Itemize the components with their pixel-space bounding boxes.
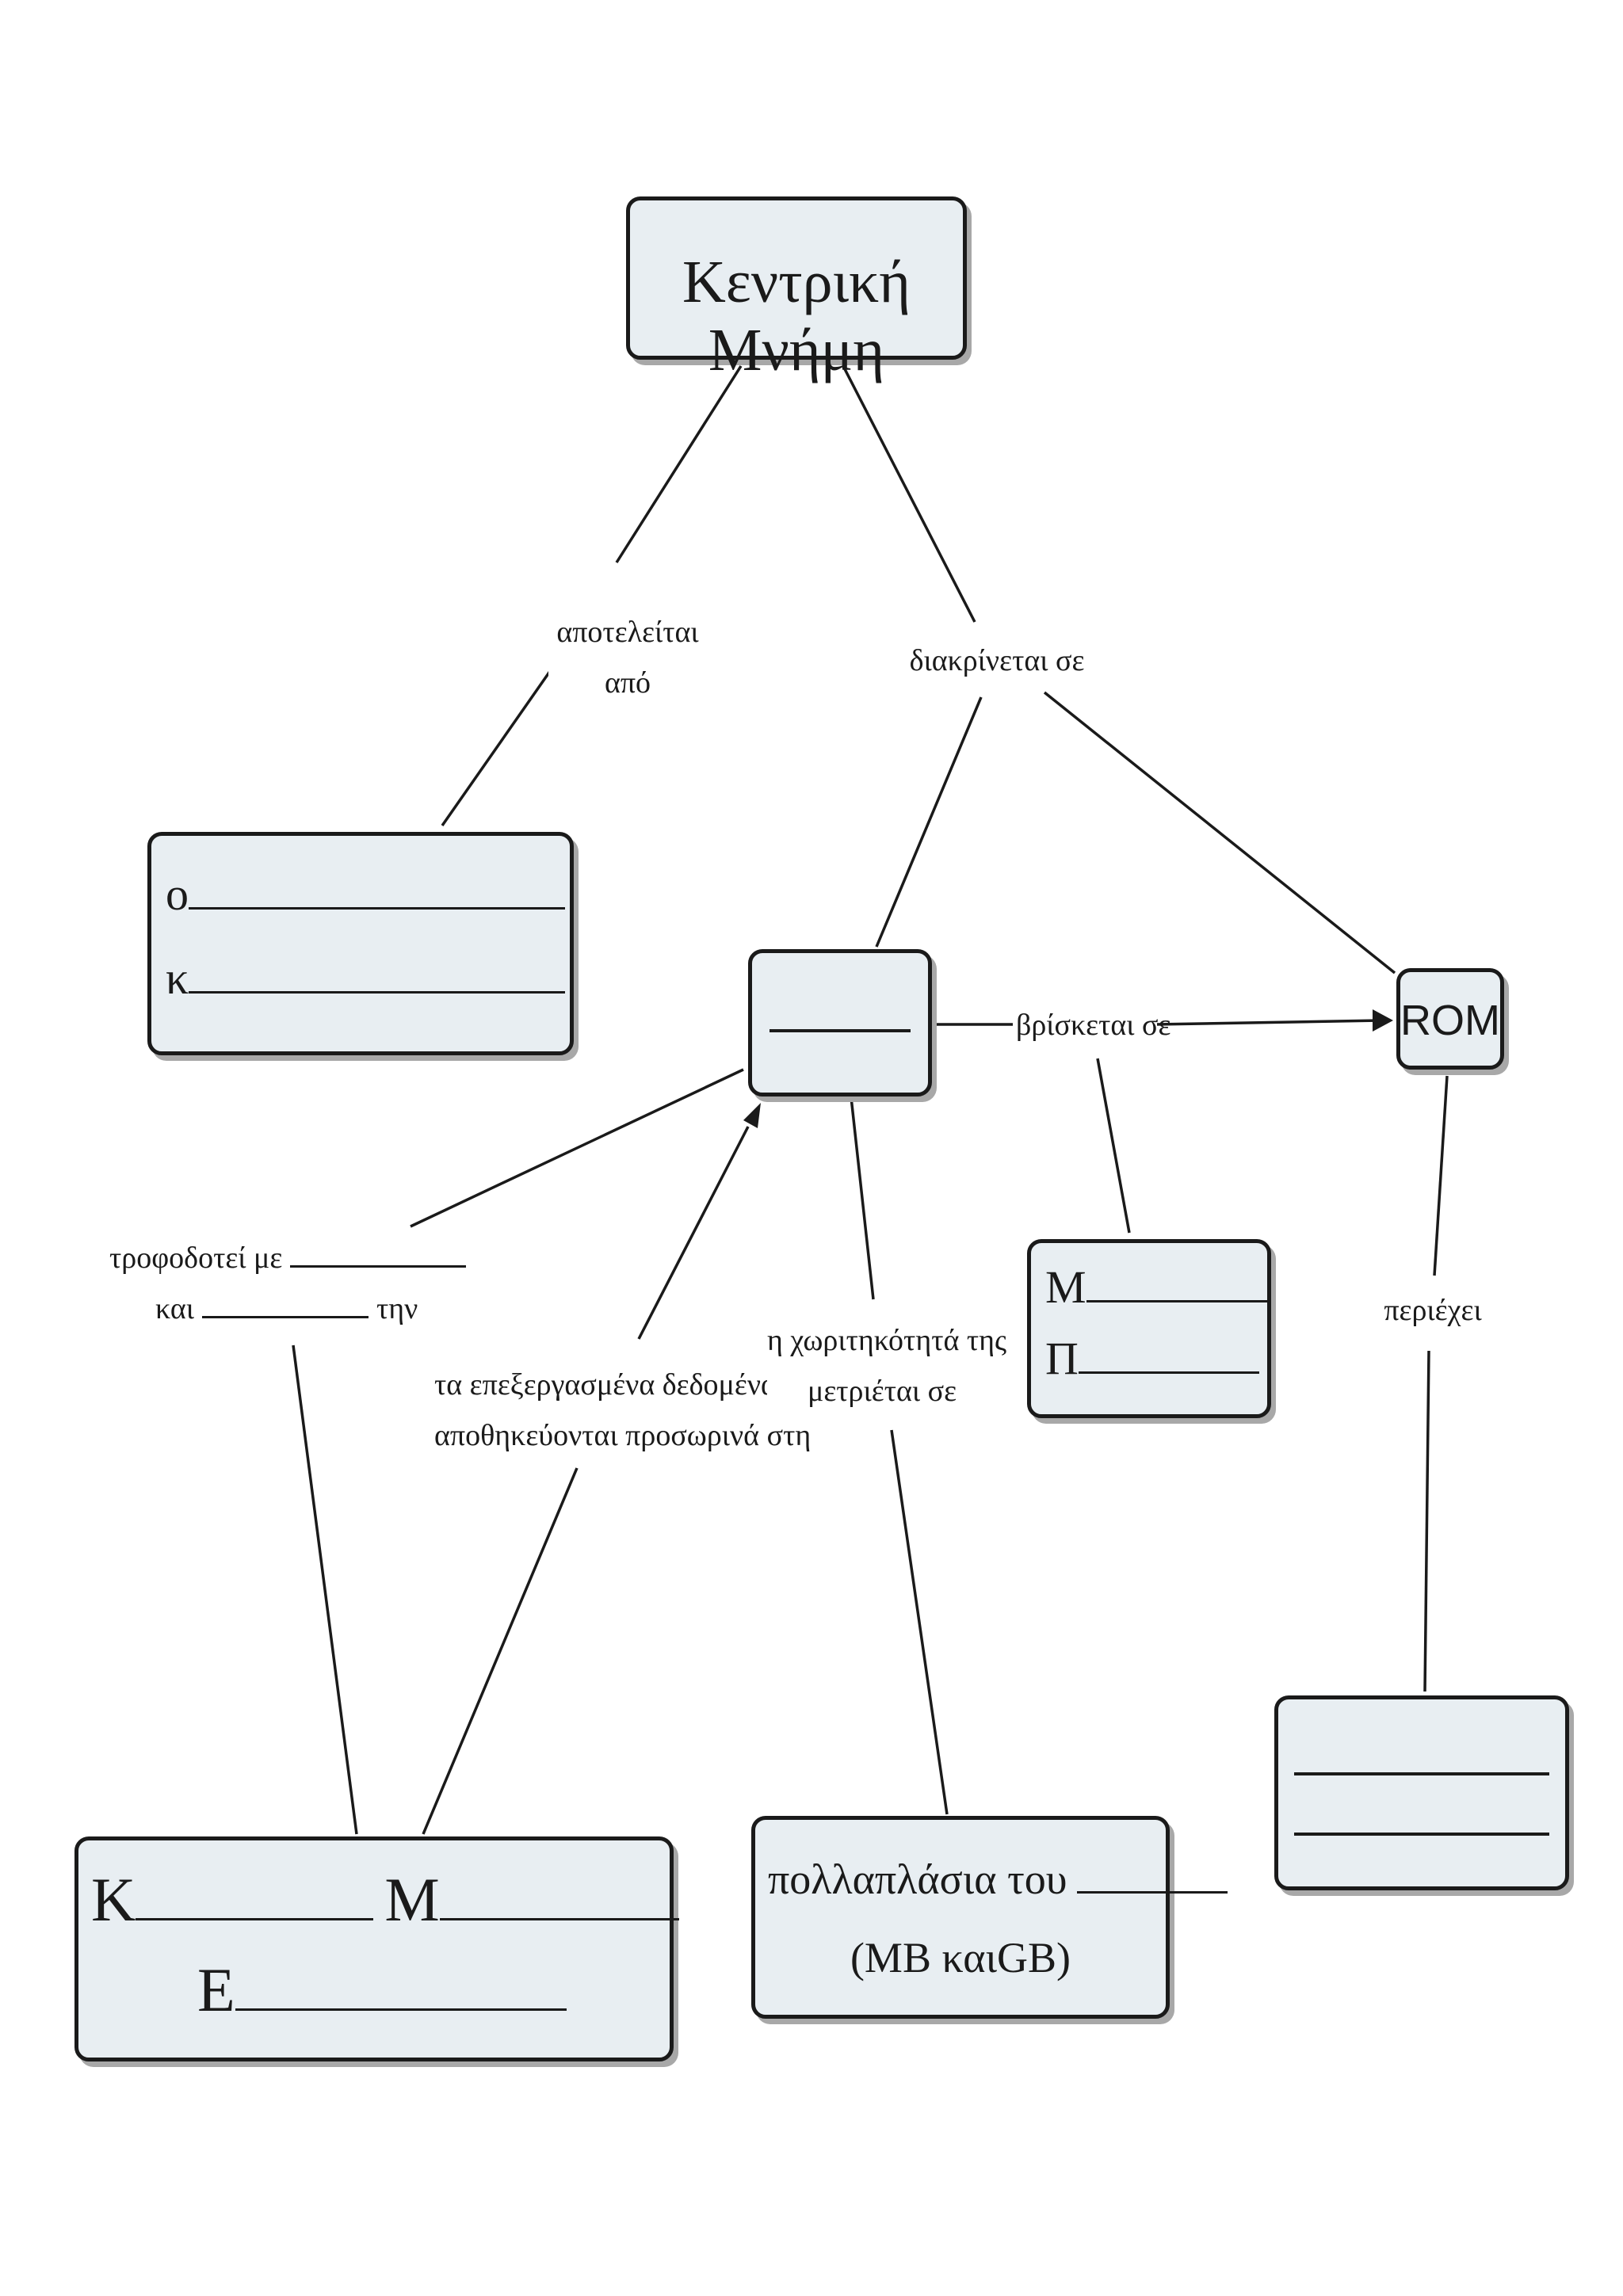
- cpu-parts-m-prefix: Μ: [384, 1865, 440, 1934]
- link-center-to-capacity-label: [850, 1097, 875, 1300]
- link-divided-label-to-center: [875, 696, 983, 948]
- label-divided-into: διακρίνεται σε: [902, 635, 1092, 686]
- label-feeds-line-2-the: την: [376, 1292, 418, 1325]
- rom-contents-blank-1[interactable]: [1294, 1772, 1549, 1775]
- cpu-parts-e-prefix: Ε: [197, 1955, 235, 2024]
- link-stored-label-to-center: [637, 1126, 750, 1340]
- cpu-parts-row-2: Ε: [197, 1955, 567, 2026]
- label-contains: περιέχει: [1377, 1285, 1488, 1336]
- label-feeds-line-1: τροφοδοτεί με: [109, 1233, 467, 1283]
- ram-location-blank-1[interactable]: [1086, 1261, 1267, 1302]
- capacity-blank[interactable]: [1076, 1855, 1228, 1894]
- components-node: ο κ: [147, 832, 574, 1055]
- label-feeds-line-2-and: και: [155, 1292, 194, 1325]
- ram-location-row-1-prefix: Μ: [1045, 1261, 1086, 1313]
- capacity-line-1: πολλαπλάσια του: [768, 1855, 1228, 1904]
- ram-location-node: Μ Π: [1027, 1239, 1271, 1418]
- arrowhead-center: [743, 1103, 761, 1128]
- label-feeds-blank-1[interactable]: [290, 1240, 467, 1268]
- ram-location-row-1: Μ: [1045, 1261, 1267, 1314]
- ram-location-blank-2[interactable]: [1078, 1333, 1259, 1374]
- components-blank-1[interactable]: [189, 868, 565, 910]
- components-row-2-prefix: κ: [166, 952, 189, 1004]
- label-capacity-measured-line-1: η χωριτηκότητά της: [767, 1324, 1007, 1357]
- link-rom-to-contains-label: [1433, 1075, 1449, 1276]
- label-feeds-line-2: και την: [109, 1283, 458, 1334]
- link-cpu-to-stored-label: [422, 1467, 579, 1835]
- label-capacity-measured-line-2: μετριέται σε: [807, 1375, 957, 1408]
- center-blank[interactable]: [769, 1029, 911, 1032]
- rom-contents-blank-2[interactable]: [1294, 1833, 1549, 1836]
- label-located-in: βρίσκεται σε: [1016, 1000, 1170, 1051]
- label-feeds: τροφοδοτεί με και την: [109, 1233, 467, 1334]
- link-located-label-to-rom: [1155, 1019, 1381, 1026]
- link-located-label-to-ram-location: [1096, 1058, 1131, 1234]
- rom-text: ROM: [1400, 997, 1500, 1044]
- link-title-to-consists-label: [615, 365, 743, 563]
- label-consists-of: αποτελείται από: [548, 607, 707, 708]
- cpu-parts-m-blank[interactable]: [439, 1866, 679, 1920]
- label-capacity-measured: η χωριτηκότητά της μετριέται σε: [767, 1315, 1007, 1417]
- title-node: Κεντρική Μνήμη: [626, 196, 967, 383]
- label-consists-of-line-2: από: [604, 666, 651, 700]
- cpu-parts-k-prefix: Κ: [91, 1865, 136, 1934]
- components-row-1-prefix: ο: [166, 868, 189, 920]
- center-node: [748, 949, 932, 1097]
- title-text: Κεντρική Μνήμη: [682, 249, 911, 383]
- ram-location-row-2-prefix: Π: [1045, 1333, 1079, 1384]
- label-feeds-line-1-text: τροφοδοτεί με: [109, 1241, 283, 1275]
- components-row-1: ο: [166, 868, 565, 921]
- label-stored-temporarily-line-1: τα επεξεργασμένα δεδομένα: [434, 1368, 777, 1402]
- capacity-line-1-text: πολλαπλάσια του: [768, 1855, 1067, 1903]
- cpu-parts-e-blank[interactable]: [235, 1956, 567, 2011]
- link-capacity-label-to-capacity: [890, 1429, 949, 1815]
- arrowhead-rom: [1373, 1009, 1393, 1032]
- link-contains-label-to-rom-contents: [1423, 1350, 1430, 1692]
- link-feeds-label-to-center: [410, 1068, 744, 1228]
- link-consists-label-to-components: [441, 656, 561, 827]
- cpu-parts-k-blank[interactable]: [136, 1866, 374, 1920]
- rom-contents-node: [1274, 1695, 1569, 1890]
- link-title-to-divided-label: [842, 365, 976, 623]
- label-consists-of-line-1: αποτελείται: [556, 616, 699, 649]
- rom-node: ROM: [1396, 968, 1504, 1070]
- components-blank-2[interactable]: [189, 952, 566, 994]
- link-divided-label-to-rom: [1043, 691, 1396, 974]
- capacity-node: πολλαπλάσια του (MB καιGB): [751, 1816, 1228, 2019]
- link-feeds-label-to-cpu: [292, 1344, 358, 1835]
- label-stored-temporarily: τα επεξεργασμένα δεδομένα αποθηκεύονται …: [434, 1360, 812, 1461]
- ram-location-row-2: Π: [1045, 1332, 1259, 1385]
- capacity-line-2: (MB καιGB): [850, 1934, 1071, 1981]
- components-row-2: κ: [166, 952, 566, 1005]
- label-feeds-blank-2[interactable]: [201, 1291, 369, 1318]
- label-stored-temporarily-line-2: αποθηκεύονται προσωρινά στη: [434, 1419, 812, 1452]
